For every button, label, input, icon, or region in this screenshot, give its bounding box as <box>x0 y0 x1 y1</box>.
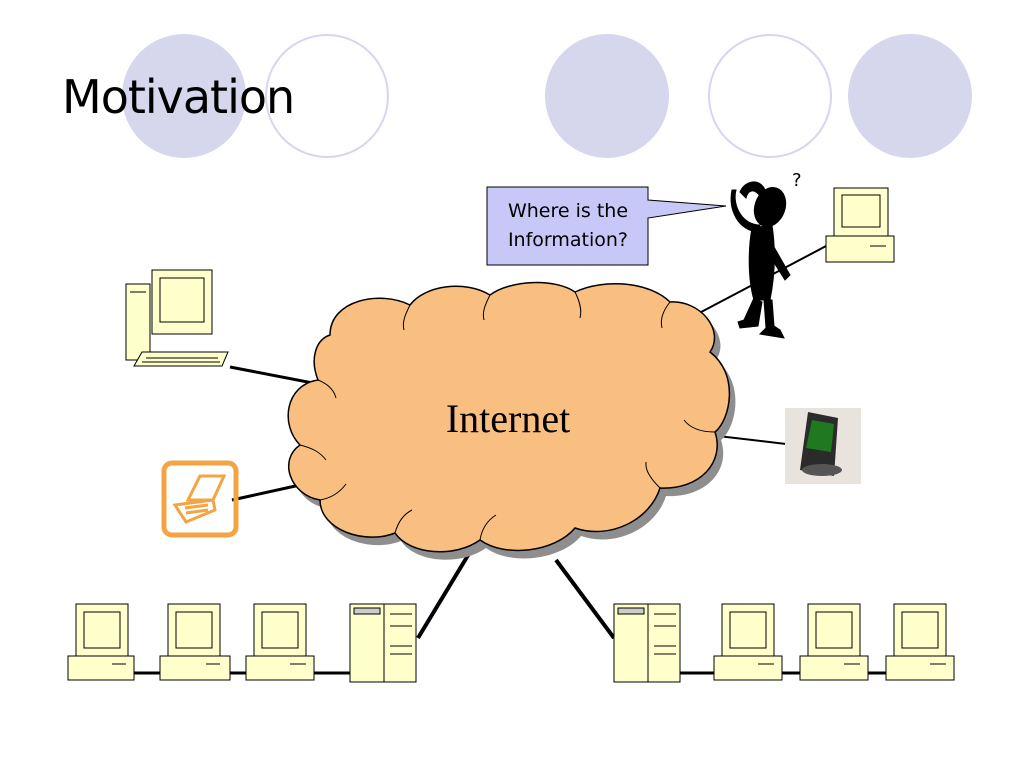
right-network <box>613 603 955 683</box>
line-desktop-to-cloud <box>229 365 319 386</box>
desktop-computer-icon-user <box>825 187 895 263</box>
line-laptop-to-cloud <box>231 483 301 502</box>
desktop-computer-icon-r1 <box>713 603 783 681</box>
decor-circle-outline-1 <box>265 34 389 158</box>
pda-icon <box>785 408 861 484</box>
decor-circle-outline-2 <box>708 34 832 158</box>
line-cloud-to-right-server <box>554 558 616 640</box>
decor-circle-filled-2 <box>545 34 669 158</box>
line-pda-to-cloud <box>717 435 787 445</box>
server-icon-left <box>349 603 417 683</box>
decorative-circles <box>122 34 972 158</box>
decor-circle-filled-3 <box>848 34 972 158</box>
callout-line-1: Where is the <box>508 200 628 222</box>
callout-line-2: Information? <box>508 229 628 251</box>
cloud-label: Internet <box>446 396 570 441</box>
left-network <box>67 603 417 683</box>
callout-bubble: Where is the Information? <box>486 186 727 266</box>
desktop-computer-icon-r3 <box>885 603 955 681</box>
desktop-computer-icon-l3 <box>245 603 315 681</box>
desktop-computer-icon-tower <box>125 269 229 367</box>
desktop-computer-icon-l1 <box>67 603 135 681</box>
server-icon-right <box>613 603 681 683</box>
laptop-icon <box>161 460 239 538</box>
desktop-computer-icon-l2 <box>159 603 231 681</box>
confused-person-icon: ? <box>730 170 802 339</box>
slide-title: Motivation <box>62 70 295 124</box>
line-cloud-to-left-server <box>416 550 472 640</box>
internet-cloud: Internet <box>287 281 731 553</box>
desktop-computer-icon-r2 <box>799 603 869 681</box>
decor-circle-filled-1 <box>122 34 246 158</box>
question-mark: ? <box>792 170 802 191</box>
